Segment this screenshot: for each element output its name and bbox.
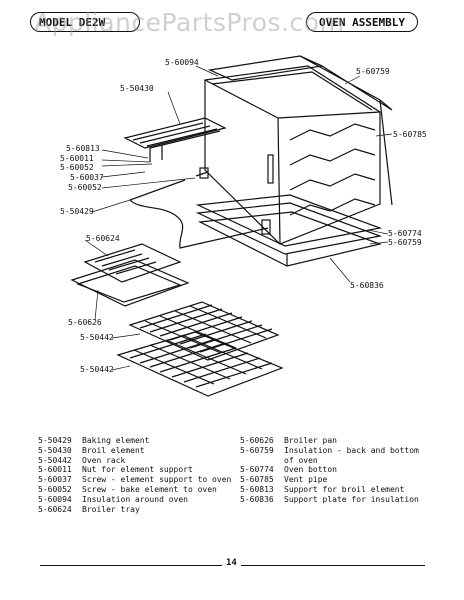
callout-60052-upper: 5-60052 <box>60 163 94 172</box>
broiler-tray <box>83 243 182 283</box>
insulation-top <box>207 55 393 206</box>
callout-60785: 5-60785 <box>393 130 427 139</box>
callout-60037: 5-60037 <box>70 173 104 182</box>
callout-60624: 5-60624 <box>86 234 120 243</box>
callout-60011: 5-60011 <box>60 154 94 163</box>
broil-element <box>123 117 227 162</box>
callout-60052-lower: 5-60052 <box>68 183 102 192</box>
callout-50442-lower: 5-50442 <box>80 365 114 374</box>
broiler-pan <box>70 259 190 307</box>
bottom-plates <box>195 194 383 267</box>
callout-60094: 5-60094 <box>165 58 199 67</box>
oven-rack-2 <box>116 331 284 397</box>
callout-50429: 5-50429 <box>60 207 94 216</box>
callout-60759-top: 5-60759 <box>356 67 390 76</box>
callout-60759-bottom: 5-60759 <box>388 238 422 247</box>
callout-60836: 5-60836 <box>350 281 384 290</box>
model-label: MODEL DE2W <box>30 12 140 32</box>
callout-60774: 5-60774 <box>388 229 422 238</box>
oven-rack-1 <box>128 301 280 361</box>
page-number: 14 <box>222 558 241 568</box>
page-title: OVEN ASSEMBLY <box>306 12 418 32</box>
watermark: AppliancePartsPros.com <box>34 8 345 37</box>
leader-lines <box>84 65 393 371</box>
callout-60813: 5-60813 <box>66 144 100 153</box>
callout-50442-upper: 5-50442 <box>80 333 114 342</box>
oven-cavity <box>204 65 381 245</box>
exploded-diagram: 5-60094 5-60759 5-50430 5-60785 5-60813 … <box>60 55 427 397</box>
bake-element <box>128 167 271 249</box>
header: MODEL DE2W OVEN ASSEMBLY <box>30 12 418 34</box>
callout-50430: 5-50430 <box>120 84 154 93</box>
callout-60626: 5-60626 <box>68 318 102 327</box>
